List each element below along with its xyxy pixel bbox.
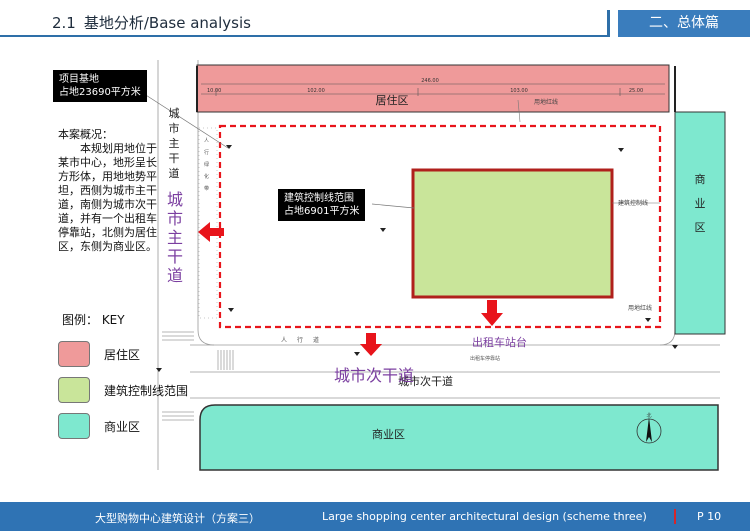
project-overview: 本案概况： 本规划用地位于某市中心，地形呈长方形体，用地地势平坦，西侧为城市主干… <box>58 128 164 254</box>
header-separator <box>607 10 610 37</box>
header-divider <box>0 35 610 37</box>
legend-title: 图例： KEY <box>62 313 125 327</box>
legend-swatch-commercial <box>58 413 90 439</box>
access-arrows <box>198 222 503 356</box>
residential-zone-north <box>196 64 670 113</box>
footer-bar: 大型购物中心建筑设计（方案三） Large shopping center ar… <box>0 502 750 531</box>
arrow-south-2 <box>481 300 503 326</box>
page-title: 2.1 基地分析/Base analysis <box>52 12 251 33</box>
overview-heading: 本案概况： <box>58 128 113 141</box>
green-strip <box>198 127 218 319</box>
site-callout: 项目基地 占地23690平方米 <box>53 70 147 102</box>
commercial-zone-east <box>674 111 726 335</box>
section-title: 基地分析/Base analysis <box>83 14 251 32</box>
control-callout-line-1: 建筑控制线范围 <box>284 193 354 204</box>
control-callout-leader <box>371 203 415 209</box>
section-number: 2.1 <box>52 14 76 32</box>
green-strip-label: 人行绿化带 <box>204 138 210 192</box>
overview-body: 本规划用地位于某市中心，地形呈长方形体，用地地势平坦，西侧为城市主干道，南侧为城… <box>58 142 157 253</box>
section-tab[interactable]: 二、总体篇 <box>618 10 750 37</box>
crosswalks <box>162 331 234 421</box>
dimension-total: 246.00 <box>421 78 439 84</box>
control-line-label: 建筑控制线 <box>618 199 648 207</box>
site-callout-line-2: 占地23690平方米 <box>59 87 141 98</box>
property-line-label-top: 用地红线 <box>534 98 558 106</box>
commercial-label-south: 商业区 <box>372 427 405 441</box>
legend-label-commercial: 商业区 <box>104 420 141 434</box>
taxi-stand-label: 出租车站台 <box>472 335 527 349</box>
legend-label-control: 建筑控制线范围 <box>104 384 189 398</box>
legend-swatch-residential <box>58 341 90 367</box>
control-callout: 建筑控制线范围 占地6901平方米 <box>278 189 366 221</box>
dimension-right: 25.00 <box>629 88 643 94</box>
secondary-road-label: 城市次干道 <box>334 366 414 385</box>
page-number: P 10 <box>697 510 722 523</box>
elevation-markers <box>156 145 678 372</box>
arrow-west <box>198 222 224 242</box>
footer-title-cn: 大型购物中心建筑设计（方案三） <box>95 512 260 525</box>
north-arrow-icon: 北 <box>636 412 662 444</box>
main-road-small-label: 城市主干道 <box>168 107 180 180</box>
north-label: 北 <box>646 412 651 419</box>
commercial-label-east: 商业区 <box>694 173 706 234</box>
arrow-south-1 <box>360 333 382 356</box>
site-callout-line-1: 项目基地 <box>59 74 99 85</box>
dimension-2: 103.00 <box>510 88 528 94</box>
property-line-label-right: 用地红线 <box>628 304 652 312</box>
building-control-zone <box>411 168 614 299</box>
control-callout-line-2: 占地6901平方米 <box>284 206 360 217</box>
dimension-left: 10.00 <box>207 88 221 94</box>
main-road-label: 城市主干道 <box>166 190 183 285</box>
dimension-1: 102.00 <box>307 88 325 94</box>
taxi-stand-small-label: 出租车停靠站 <box>470 355 500 362</box>
residential-label: 居住区 <box>376 93 409 107</box>
legend-label-residential: 居住区 <box>104 348 141 362</box>
legend-swatch-control <box>58 377 90 403</box>
secondary-road-small-label: 城市次干道 <box>398 374 453 388</box>
footer-title-en: Large shopping center architectural desi… <box>322 510 647 523</box>
site-callout-leader <box>137 89 229 149</box>
commercial-zone-south <box>199 404 719 471</box>
sidewalk-label: 人行道 <box>281 336 329 344</box>
property-red-line <box>218 124 662 329</box>
footer-separator <box>674 509 676 524</box>
